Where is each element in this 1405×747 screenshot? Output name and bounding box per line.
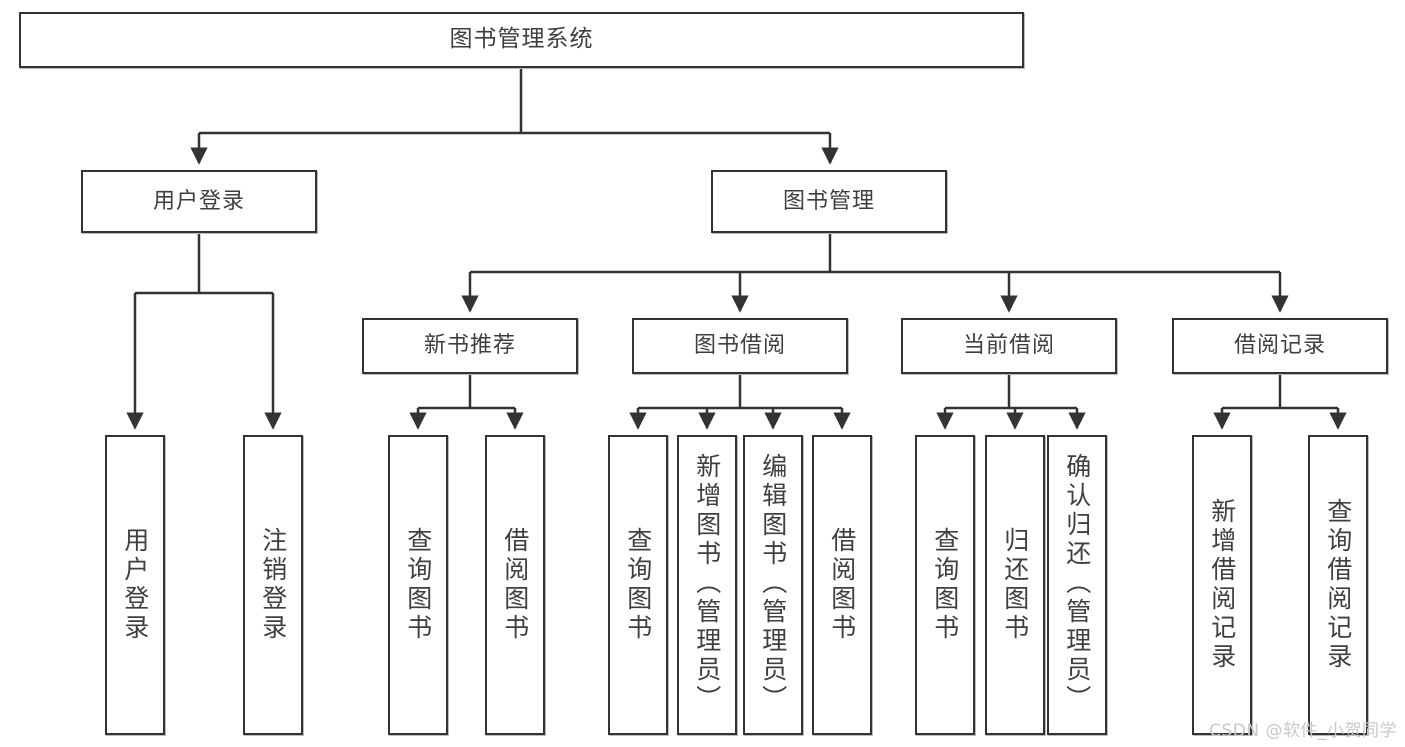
leaf-borrow-book[interactable]: 借阅图书 [812,435,872,735]
node-label: 借阅记录 [1233,333,1326,359]
leaf-add-book-admin[interactable]: 新增图书（管理员） [677,435,737,735]
leaf-query-book-current[interactable]: 查询图书 [915,435,975,735]
node-label: 查询图书 [403,527,433,643]
leaf-query-book-borrow[interactable]: 查询图书 [608,435,668,735]
watermark: CSDN @软件_小贺同学 [1209,721,1397,741]
leaf-add-borrow-record[interactable]: 新增借阅记录 [1192,435,1252,735]
leaf-return-book[interactable]: 归还图书 [985,435,1045,735]
leaf-query-borrow-record[interactable]: 查询借阅记录 [1308,435,1368,735]
node-root-system[interactable]: 图书管理系统 [19,12,1024,68]
node-book-borrow[interactable]: 图书借阅 [632,318,848,374]
leaf-borrow-book-newbook[interactable]: 借阅图书 [485,435,545,735]
node-label: 编辑图书（管理员） [758,453,788,714]
node-label: 确认归还（管理员） [1062,453,1092,714]
node-label: 新书推荐 [423,333,516,359]
node-label: 新增借阅记录 [1207,498,1237,672]
node-label: 用户登录 [152,188,245,214]
node-label: 查询图书 [930,527,960,643]
node-label: 图书管理 [782,188,875,214]
leaf-logout[interactable]: 注销登录 [243,435,303,735]
leaf-query-book-newbook[interactable]: 查询图书 [388,435,448,735]
node-borrow-record[interactable]: 借阅记录 [1172,318,1388,374]
node-label: 当前借阅 [962,333,1055,359]
node-label: 归还图书 [1000,527,1030,643]
leaf-confirm-return-admin[interactable]: 确认归还（管理员） [1047,435,1107,735]
node-label: 借阅图书 [827,527,857,643]
node-label: 注销登录 [258,527,288,643]
node-label: 借阅图书 [500,527,530,643]
node-user-login[interactable]: 用户登录 [81,170,317,233]
node-label: 用户登录 [120,527,150,643]
node-label: 新增图书（管理员） [692,453,722,714]
leaf-edit-book-admin[interactable]: 编辑图书（管理员） [743,435,803,735]
node-new-book-recommend[interactable]: 新书推荐 [362,318,578,374]
leaf-user-login[interactable]: 用户登录 [105,435,165,735]
node-book-management[interactable]: 图书管理 [711,170,947,233]
node-label: 图书借阅 [693,333,786,359]
node-current-borrow[interactable]: 当前借阅 [901,318,1117,374]
node-label: 查询借阅记录 [1323,498,1353,672]
node-label: 图书管理系统 [449,26,594,53]
node-label: 查询图书 [623,527,653,643]
